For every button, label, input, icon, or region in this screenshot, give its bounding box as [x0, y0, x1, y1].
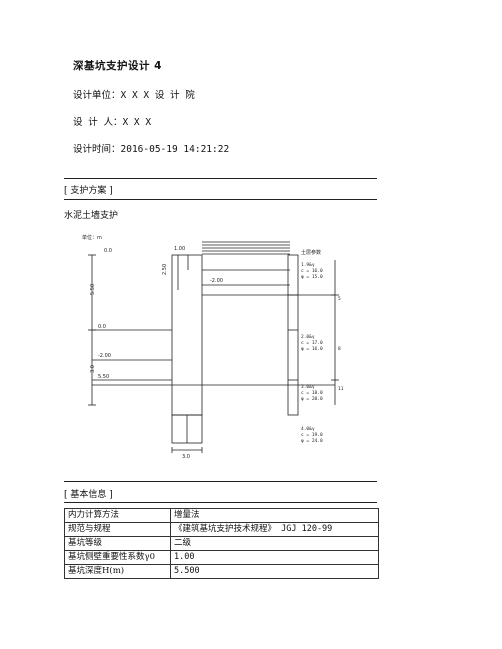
cement-soil-wall: [171, 254, 203, 416]
water-level-label: -2.00: [210, 278, 223, 284]
table-row: 基坑等级 二级: [64, 536, 379, 551]
divider: [64, 481, 377, 482]
soil-param: φ = 20.0: [301, 396, 323, 402]
info-value: 5.500: [170, 564, 379, 579]
soil-column: [287, 254, 299, 416]
info-value: 1.00: [170, 550, 379, 565]
soil-head: 土层参数: [301, 249, 321, 256]
unit-label: 单位：m: [82, 234, 102, 241]
top-level-label: 0.0: [104, 248, 112, 254]
design-unit: 设计单位：X X X 设 计 院: [73, 90, 195, 101]
table-row: 基坑深度H(m) 5.500: [64, 564, 379, 579]
depth-mark: 5: [338, 296, 341, 302]
left-mark: 5.50: [98, 374, 109, 380]
designer: 设 计 人：X X X: [73, 117, 152, 128]
info-key: 基坑深度H(m): [64, 564, 171, 579]
info-key: 规范与规程: [64, 522, 171, 537]
basic-info-table: 内力计算方法 增量法 规范与规程 《建筑基坑支护技术规程》 JGJ 120-99…: [64, 508, 379, 579]
bottom-dim-label: 3.0: [182, 454, 190, 460]
divider: [64, 502, 377, 503]
info-key: 基坑侧壁重要性系数γ0: [64, 550, 171, 565]
left-mark: -2.00: [98, 353, 111, 359]
section-heading-basic: [ 基本信息 ]: [64, 490, 113, 500]
depth-mark: 11: [338, 386, 344, 392]
soil-param: c = 16.0: [301, 268, 323, 274]
side-dim-label: 2.50: [162, 264, 168, 275]
info-value: 《建筑基坑支护技术规程》 JGJ 120-99: [170, 522, 379, 537]
soil-param: c = 19.0: [301, 432, 323, 438]
depth-mark: 8: [338, 346, 341, 352]
page-title: 深基坑支护设计 4: [73, 60, 162, 72]
design-time: 设计时间：2016-05-19 14:21:22: [73, 144, 230, 155]
divider: [64, 178, 377, 179]
soil-param: c = 18.0: [301, 390, 323, 396]
soil-param: φ = 15.0: [301, 274, 323, 280]
soil-param: φ = 24.0: [301, 438, 323, 444]
divider: [64, 199, 377, 200]
left-dim-label: 3.0: [90, 365, 96, 373]
section-heading-support: [ 支护方案 ]: [64, 186, 113, 196]
info-key: 基坑等级: [64, 536, 171, 551]
soil-param: 2.0&γ: [301, 334, 315, 340]
soil-param: 3.0&γ: [301, 384, 315, 390]
left-mark: 0.0: [98, 324, 106, 330]
left-dim-label: 5.50: [90, 284, 96, 295]
table-row: 内力计算方法 增量法: [64, 508, 379, 523]
support-type: 水泥土墙支护: [64, 211, 119, 221]
info-value: 二级: [170, 536, 379, 551]
info-key: 内力计算方法: [64, 508, 171, 523]
top-dim-label: 1.00: [174, 246, 185, 252]
soil-param: 1.9&γ: [301, 262, 315, 268]
table-row: 基坑侧壁重要性系数γ0 1.00: [64, 550, 379, 565]
info-value: 增量法: [170, 508, 379, 523]
table-row: 规范与规程 《建筑基坑支护技术规程》 JGJ 120-99: [64, 522, 379, 537]
soil-param: φ = 16.0: [301, 346, 323, 352]
soil-param: c = 17.0: [301, 340, 323, 346]
support-section-drawing: 单位：m 0.0 5.50 3.0 0.0 -2.00 5.50 1.00 2.…: [82, 234, 344, 460]
soil-param: 4.0&γ: [301, 426, 315, 432]
